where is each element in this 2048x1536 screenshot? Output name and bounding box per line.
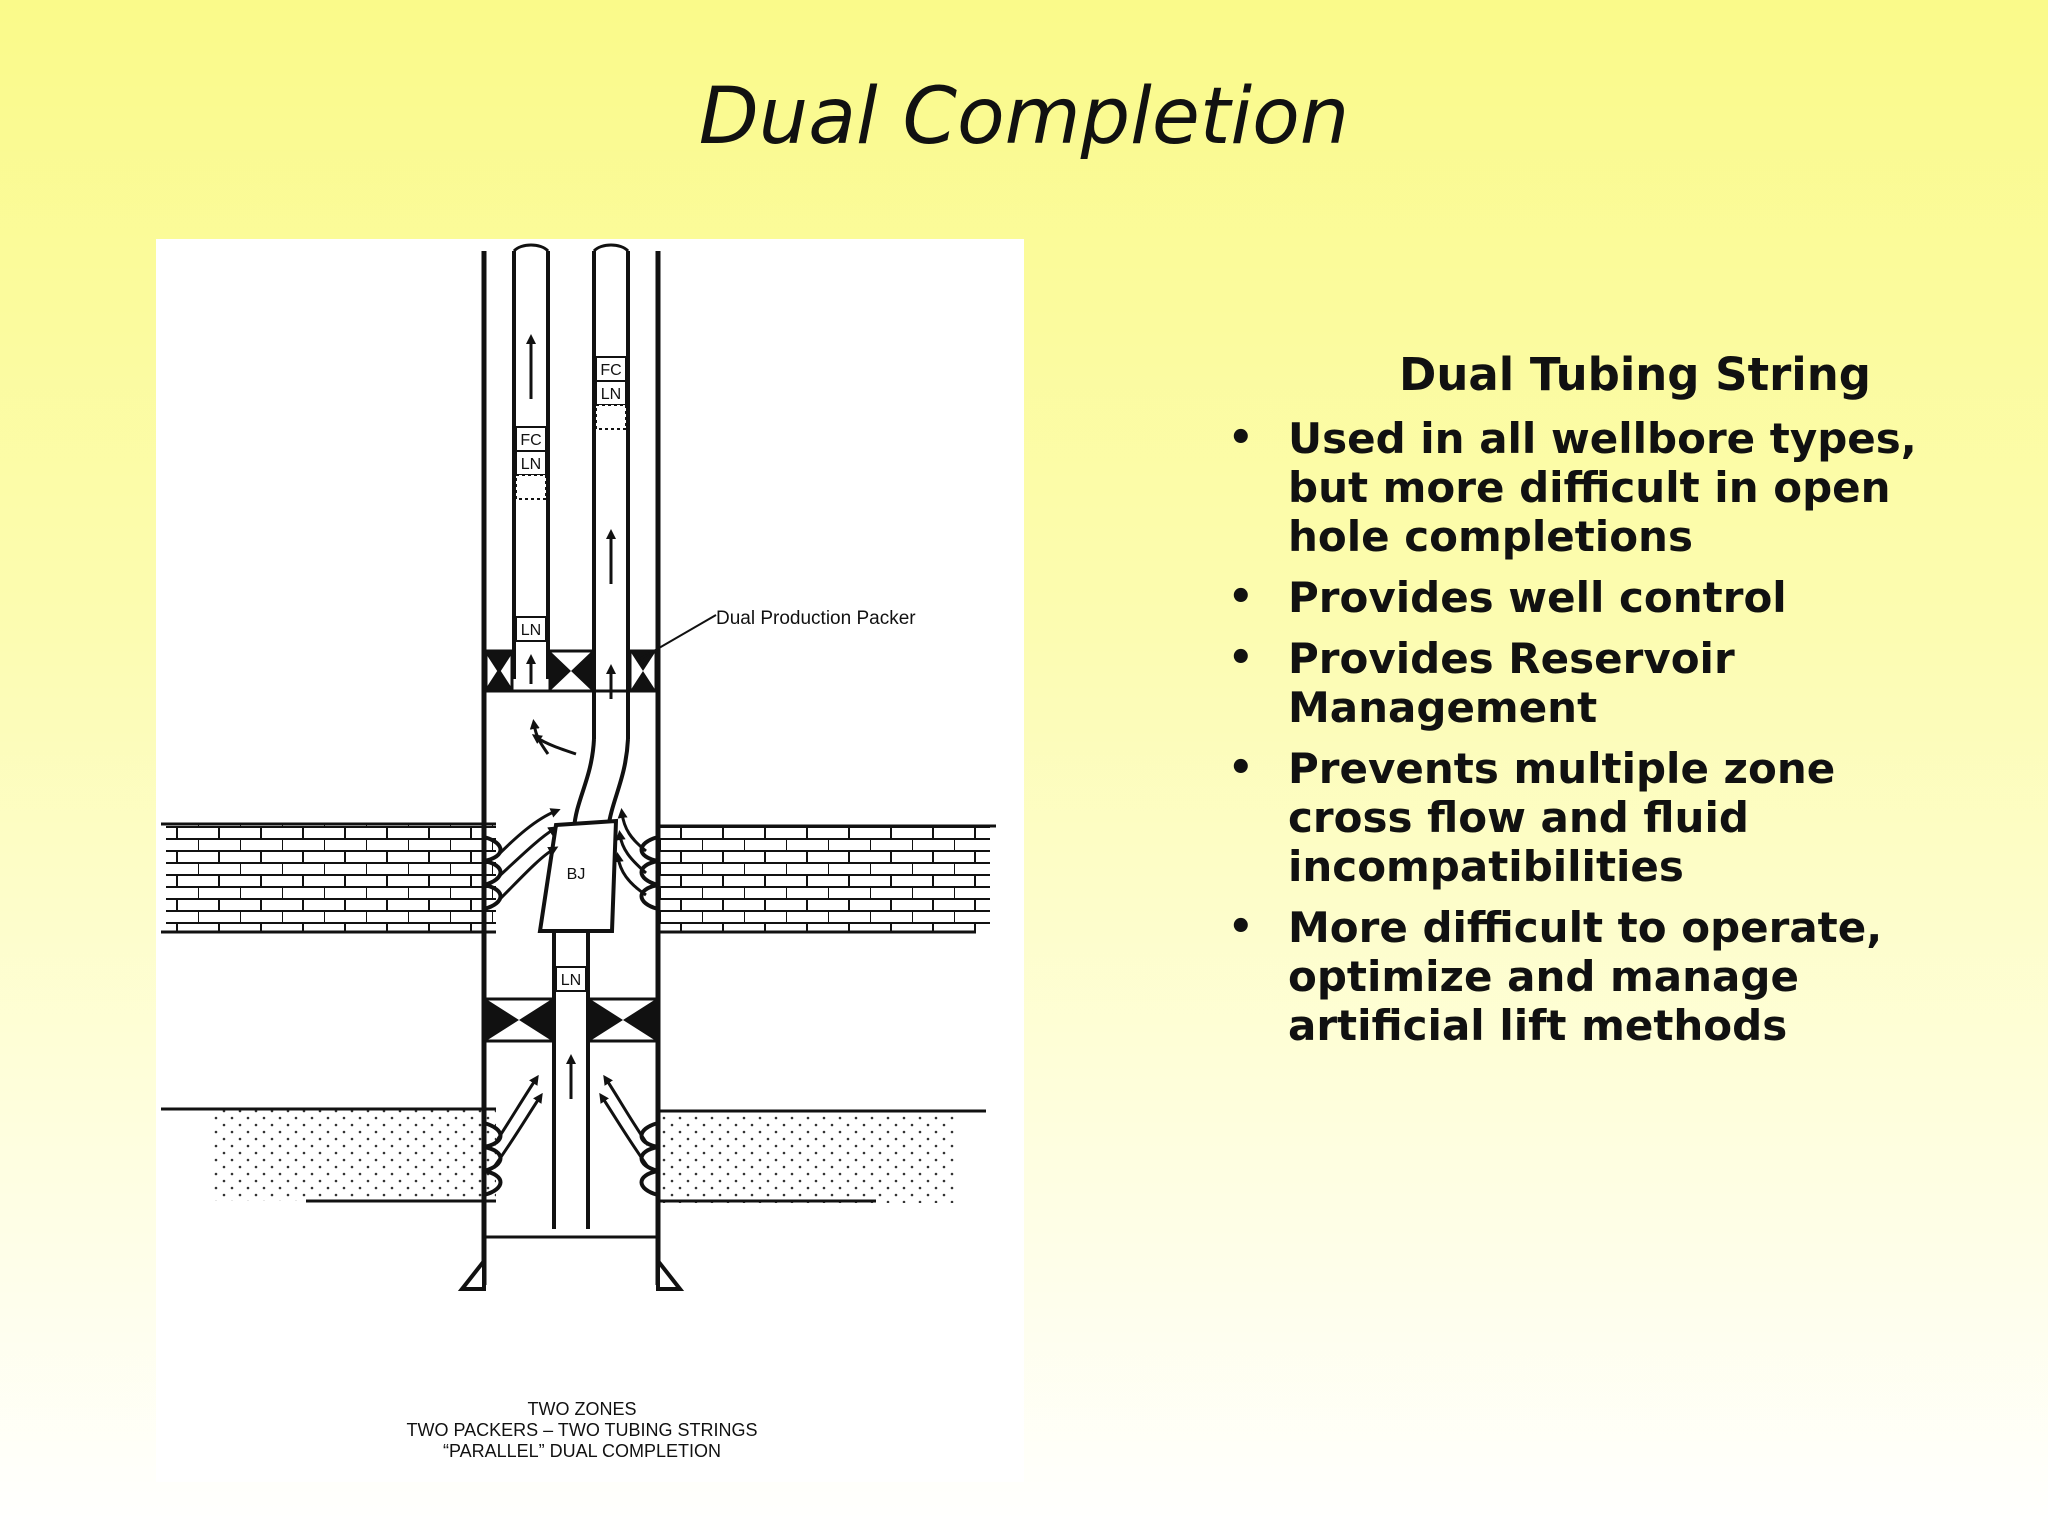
blast-joint bbox=[537, 818, 619, 933]
diagram-caption: TWO ZONES TWO PACKERS – TWO TUBING STRIN… bbox=[406, 1399, 757, 1461]
perforations-upper bbox=[483, 835, 659, 911]
content-heading: Dual Tubing String bbox=[1399, 348, 1871, 401]
bullet-text: Provides Reservoir Management bbox=[1288, 634, 1735, 732]
bullet-dot-icon: • bbox=[1228, 415, 1254, 461]
right-flow-coupling-label: FC bbox=[600, 362, 621, 379]
flow-arrows bbox=[492, 334, 650, 1168]
packer-callout-line bbox=[639, 614, 717, 660]
left-flow-coupling-label: FC bbox=[520, 432, 541, 449]
lower-landing-nipple bbox=[555, 966, 587, 992]
casing bbox=[481, 251, 661, 1285]
lower-landing-nipple-label: LN bbox=[561, 972, 581, 989]
casing-shoe-left bbox=[457, 1255, 486, 1291]
lower-formation bbox=[161, 1107, 986, 1203]
right-tubing-labels bbox=[595, 356, 627, 430]
bullet-item: • Used in all wellbore types, but more d… bbox=[1220, 414, 1920, 561]
lower-packer bbox=[484, 997, 658, 1043]
bullet-dot-icon: • bbox=[1228, 904, 1254, 950]
left-tubing-string bbox=[512, 243, 550, 679]
bullet-dot-icon: • bbox=[1228, 635, 1254, 681]
bullet-item: • Provides Reservoir Management bbox=[1220, 634, 1920, 732]
left-tubing-labels bbox=[515, 426, 547, 642]
right-tubing-string bbox=[552, 243, 630, 1229]
bullet-text: More difficult to operate, optimize and … bbox=[1288, 903, 1883, 1050]
bullet-dot-icon: • bbox=[1228, 574, 1254, 620]
caption-line-1: TWO ZONES bbox=[528, 1399, 637, 1419]
slide-title: Dual Completion bbox=[698, 72, 1350, 162]
dual-production-packer-label: Dual Production Packer bbox=[716, 608, 916, 629]
bullet-text: Used in all wellbore types, but more dif… bbox=[1288, 414, 1917, 561]
left-landing-nipple-label: LN bbox=[521, 456, 541, 473]
bullet-item: • More difficult to operate, optimize an… bbox=[1220, 903, 1920, 1050]
left-lower-landing-nipple-label: LN bbox=[521, 622, 541, 639]
bullet-item: • Provides well control bbox=[1220, 573, 1920, 622]
wellbore-schematic: FC LN LN FC LN LN BJ bbox=[161, 243, 996, 1461]
bullet-text: Provides well control bbox=[1288, 573, 1787, 622]
right-landing-nipple-label: LN bbox=[601, 386, 621, 403]
bullet-dot-icon: • bbox=[1228, 745, 1254, 791]
bullet-list: • Used in all wellbore types, but more d… bbox=[1220, 414, 1920, 1050]
caption-line-2: TWO PACKERS – TWO TUBING STRINGS bbox=[406, 1420, 757, 1440]
casing-shoe-right bbox=[656, 1255, 685, 1291]
content-panel: Dual Tubing String • Used in all wellbor… bbox=[1220, 348, 1920, 1062]
upper-formation bbox=[161, 822, 996, 934]
dual-completion-diagram: FC LN LN FC LN LN BJ bbox=[156, 239, 1024, 1482]
bullet-item: • Prevents multiple zone cross flow and … bbox=[1220, 744, 1920, 891]
caption-line-3: “PARALLEL” DUAL COMPLETION bbox=[443, 1441, 721, 1461]
perforations-lower bbox=[483, 1121, 659, 1197]
upper-dual-packer bbox=[484, 649, 658, 693]
bullet-text: Prevents multiple zone cross flow and fl… bbox=[1288, 744, 1836, 891]
blast-joint-label: BJ bbox=[567, 866, 586, 883]
